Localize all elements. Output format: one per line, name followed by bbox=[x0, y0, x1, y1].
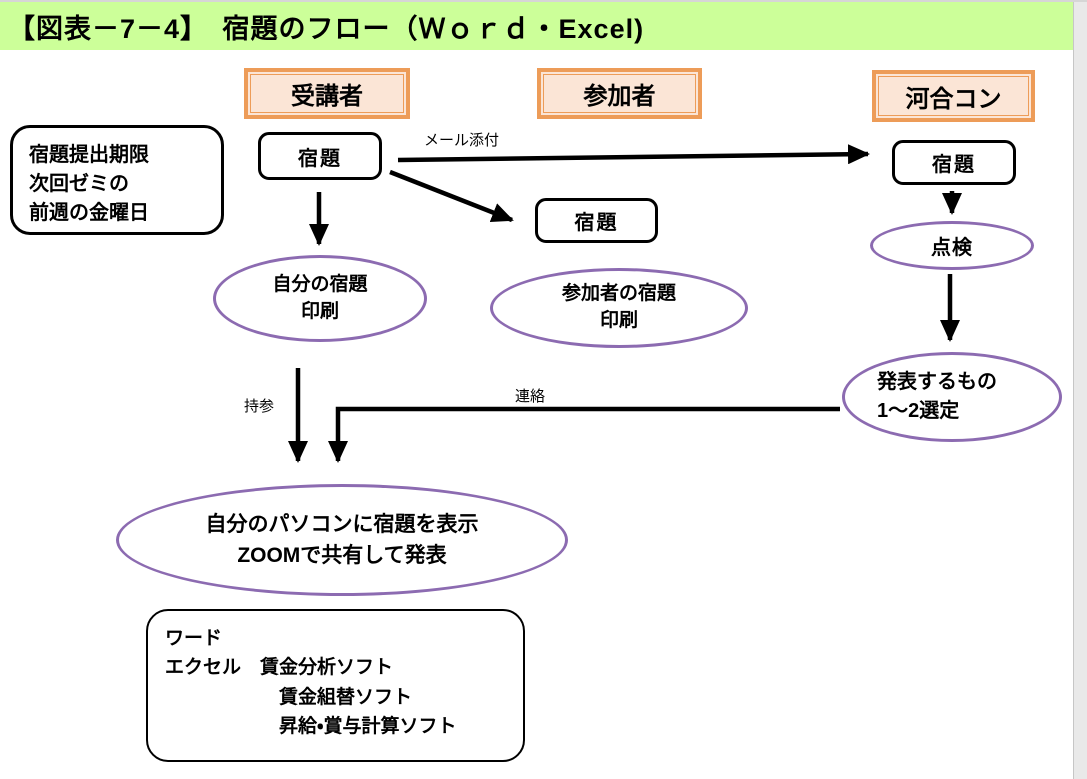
software-note-line: 昇給・賞与計算ソフト bbox=[165, 716, 457, 738]
lane-header-student-label: 受講者 bbox=[291, 83, 363, 110]
ellipse-print-participants-line: 印刷 bbox=[599, 310, 638, 331]
homework-box-participant-label: 宿題 bbox=[574, 212, 619, 234]
page-title: 【図表－7－4】 宿題のフロー（Ｗｏｒｄ・Excel) bbox=[8, 13, 645, 44]
homework-box-kawai-con: 宿題 bbox=[892, 140, 1016, 185]
ellipse-present-line: 自分のパソコンに宿題を表示 bbox=[205, 512, 479, 536]
edge-label-bring: 持参 bbox=[244, 398, 275, 415]
software-note-line: ワード bbox=[165, 628, 223, 649]
ellipse-select-items-line: 1～2選定 bbox=[877, 400, 960, 422]
ellipse-present: 自分のパソコンに宿題を表示 ZOOMで共有して発表 bbox=[116, 484, 568, 596]
homework-box-kawai-con-label: 宿題 bbox=[932, 154, 976, 176]
ellipse-print-own-line: 自分の宿題 bbox=[272, 273, 368, 295]
deadline-note-line: 前週の金曜日 bbox=[29, 202, 149, 224]
ellipse-inspect-label: 点検 bbox=[931, 237, 973, 259]
arrow-contact-to-present bbox=[328, 406, 840, 463]
ellipse-select-items-line: 発表するもの bbox=[877, 371, 997, 393]
homework-box-participant: 宿題 bbox=[535, 198, 658, 243]
ellipse-print-participants-line: 参加者の宿題 bbox=[561, 283, 676, 305]
lane-header-kawai-con-label: 河合コン bbox=[905, 85, 1002, 113]
software-note: ワード エクセル 賃金分析ソフト 賃金組替ソフト 昇給・賞与計算ソフト bbox=[146, 609, 525, 762]
ellipse-print-own: 自分の宿題 印刷 bbox=[213, 255, 427, 342]
homework-box-student-label: 宿題 bbox=[298, 147, 342, 170]
ellipse-print-participants: 参加者の宿題 印刷 bbox=[490, 268, 748, 348]
edge-label-contact: 連絡 bbox=[515, 388, 546, 405]
ellipse-print-own-line: 印刷 bbox=[300, 300, 339, 322]
ellipse-select-items: 発表するもの 1～2選定 bbox=[842, 352, 1062, 442]
lane-header-kawai-con: 河合コン bbox=[872, 70, 1035, 122]
lane-header-student: 受講者 bbox=[244, 68, 410, 119]
title-bar: 【図表－7－4】 宿題のフロー（Ｗｏｒｄ・Excel) bbox=[0, 2, 1073, 50]
ellipse-present-line: ZOOMで共有して発表 bbox=[237, 544, 447, 567]
deadline-note-line: 次回ゼミの bbox=[29, 173, 129, 195]
lane-header-participant-label: 参加者 bbox=[583, 83, 656, 110]
arrow-mail-attach bbox=[397, 144, 870, 165]
deadline-note-line: 宿題提出期限 bbox=[29, 144, 149, 166]
arrow-to-participant-homework bbox=[389, 169, 514, 223]
page-margin-strip bbox=[1073, 2, 1087, 779]
deadline-note: 宿題提出期限 次回ゼミの 前週の金曜日 bbox=[10, 125, 224, 235]
homework-box-student: 宿題 bbox=[258, 132, 382, 180]
lane-header-participant: 参加者 bbox=[537, 68, 702, 119]
software-note-line: エクセル 賃金分析ソフト bbox=[165, 657, 394, 679]
software-note-line: 賃金組替ソフト bbox=[165, 686, 413, 708]
edge-label-mail-attach: メール添付 bbox=[424, 132, 500, 149]
ellipse-inspect: 点検 bbox=[870, 221, 1034, 270]
